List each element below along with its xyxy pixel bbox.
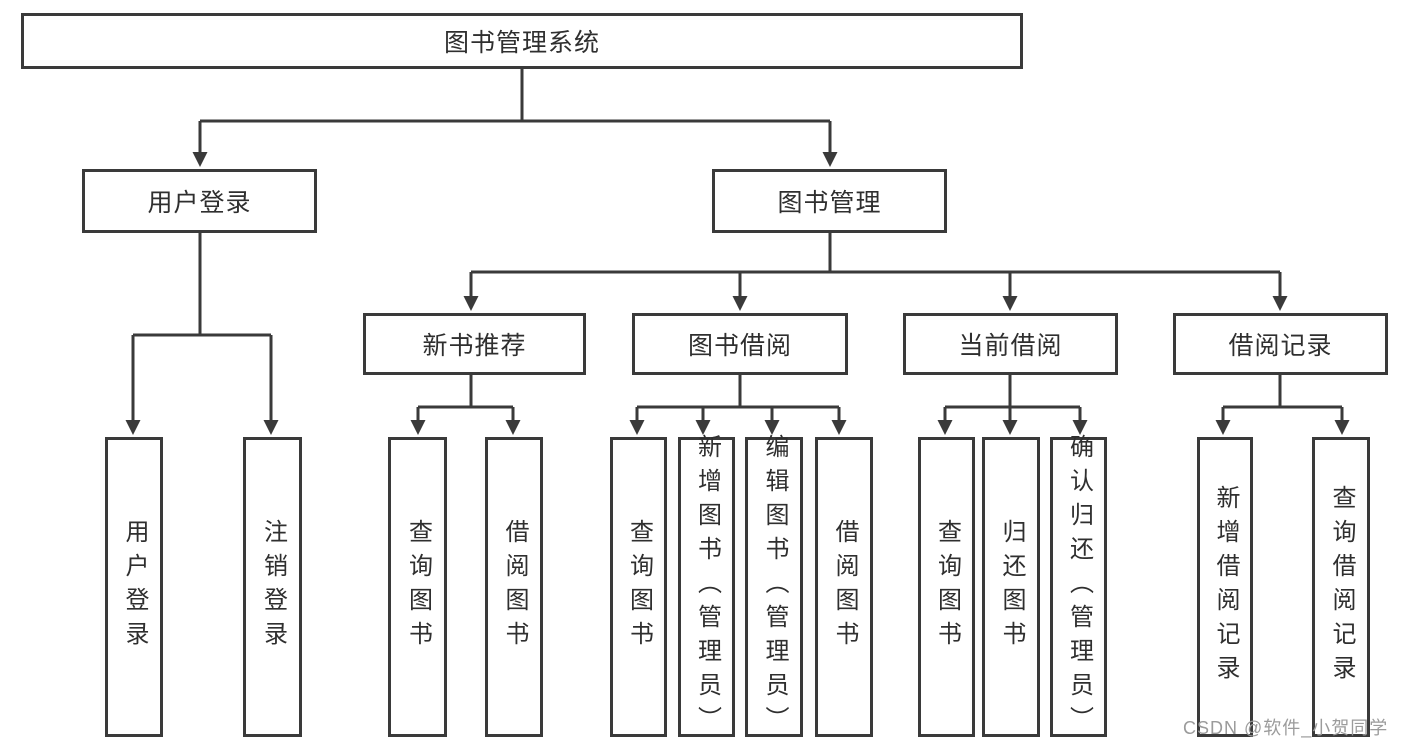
node-label: 借阅图书 (501, 519, 528, 655)
node-library-management-system: 图书管理系统 (21, 13, 1023, 69)
leaf-query-books-recommend: 查询图书 (388, 437, 447, 737)
leaf-query-books-borrowing: 查询图书 (610, 437, 667, 737)
node-label: 查询图书 (625, 519, 653, 655)
node-label: 用户登录 (121, 519, 148, 655)
node-label: 注销登录 (259, 519, 287, 655)
node-user-login: 用户登录 (82, 169, 317, 233)
node-label: 确认归还（管理员） (1065, 434, 1093, 740)
node-current-borrowing: 当前借阅 (903, 313, 1118, 375)
leaf-user-login: 用户登录 (105, 437, 163, 737)
leaf-query-books-current: 查询图书 (918, 437, 975, 737)
node-label: 查询图书 (933, 519, 961, 655)
node-label: 当前借阅 (958, 332, 1063, 360)
leaf-borrow-books: 借阅图书 (815, 437, 873, 737)
leaf-add-book-admin: 新增图书（管理员） (678, 434, 735, 740)
node-label: 新书推荐 (422, 332, 527, 360)
node-label: 用户登录 (147, 189, 252, 217)
node-label: 借阅图书 (831, 519, 858, 655)
leaf-logout: 注销登录 (243, 437, 302, 737)
leaf-return-books: 归还图书 (982, 437, 1040, 737)
node-label: 编辑图书（管理员） (761, 434, 788, 740)
leaf-query-borrow-record: 查询借阅记录 (1312, 437, 1370, 737)
node-label: 归还图书 (998, 519, 1025, 655)
node-label: 新增借阅记录 (1212, 485, 1239, 689)
node-book-management: 图书管理 (712, 169, 947, 233)
leaf-edit-book-admin: 编辑图书（管理员） (745, 434, 803, 740)
leaf-confirm-return-admin: 确认归还（管理员） (1050, 434, 1107, 740)
node-borrow-records: 借阅记录 (1173, 313, 1388, 375)
node-label: 查询借阅记录 (1328, 485, 1355, 689)
leaf-add-borrow-record: 新增借阅记录 (1197, 437, 1253, 737)
node-label: 图书管理 (777, 189, 882, 217)
node-label: 查询图书 (404, 519, 432, 655)
node-label: 新增图书（管理员） (693, 434, 721, 740)
csdn-watermark: CSDN @软件_小贺同学 (1183, 718, 1389, 738)
node-book-borrowing: 图书借阅 (632, 313, 848, 375)
leaf-borrow-books-recommend: 借阅图书 (485, 437, 543, 737)
node-label: 图书管理系统 (443, 29, 600, 57)
node-label: 图书借阅 (687, 332, 792, 360)
node-label: 借阅记录 (1228, 332, 1333, 360)
node-new-book-recommendation: 新书推荐 (363, 313, 586, 375)
